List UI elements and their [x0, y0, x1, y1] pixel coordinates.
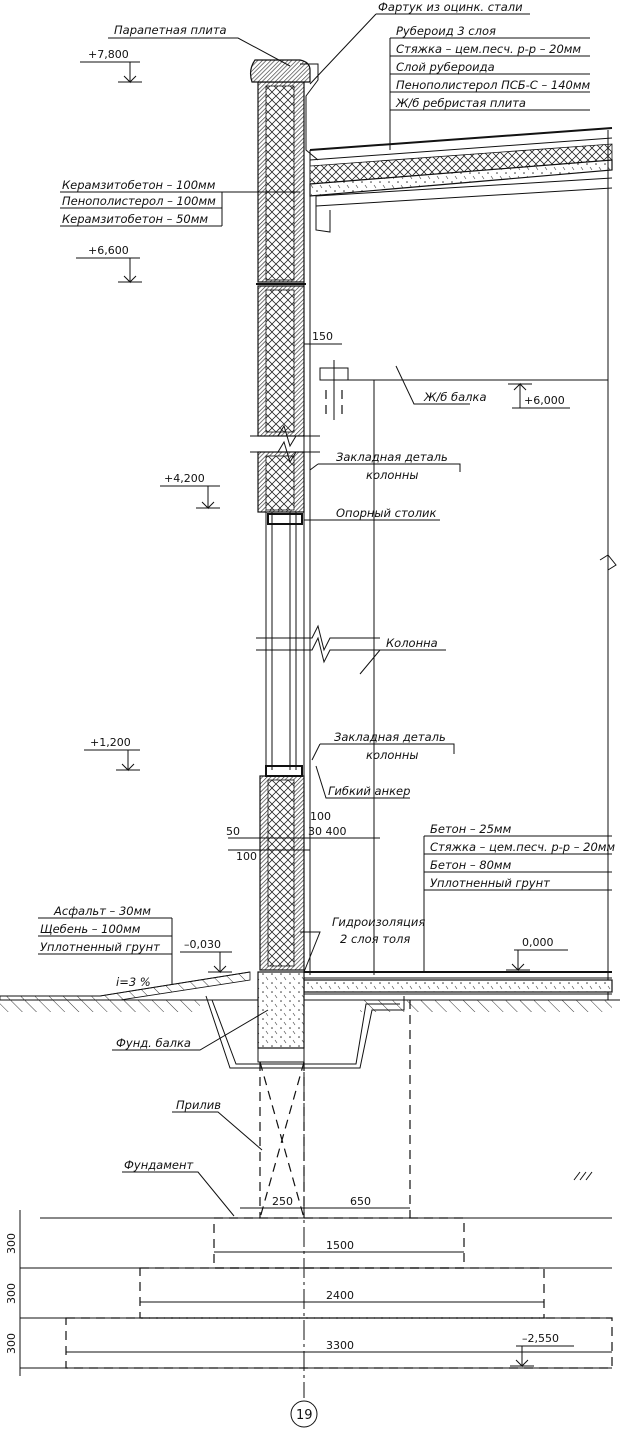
level-0000: 0,000: [522, 936, 554, 949]
dim-h300a: 300: [5, 1233, 18, 1254]
label-anchor: Гибкий анкер: [328, 784, 410, 798]
label-embed1-b: колонны: [366, 468, 419, 482]
blind-layer-2: Щебень – 100мм: [40, 922, 141, 936]
label-priliv: Прилив: [176, 1098, 221, 1112]
level-6600: +6,600: [88, 244, 129, 257]
wall-layer-1: Керамзитобетон – 100мм: [62, 178, 216, 192]
roof-layer-3: Слой рубероида: [396, 60, 495, 74]
label-embed2-b: колонны: [366, 748, 419, 762]
level-6000: +6,000: [524, 394, 565, 407]
label-waterproof-b: 2 слоя толя: [340, 932, 410, 946]
parapet-slab: [249, 59, 311, 83]
roof-layer-1: Рубероид 3 слоя: [396, 24, 496, 38]
label-slope: i=3 %: [116, 975, 151, 989]
blind-layer-1: Асфальт – 30мм: [53, 904, 151, 918]
axis-bubble: [290, 1400, 318, 1428]
dim-650: 650: [350, 1195, 371, 1208]
level-1200: +1,200: [90, 736, 131, 749]
flashing: [300, 63, 319, 161]
level-2550: –2,550: [522, 1332, 559, 1345]
level-0030: –0,030: [184, 938, 221, 951]
label-waterproof-a: Гидроизоляция: [332, 915, 425, 929]
label-embed1-a: Закладная деталь: [336, 450, 448, 464]
level-7800: +7,800: [88, 48, 129, 61]
floor-and-ground: [0, 971, 620, 1012]
floor-layer-2: Стяжка – цем.песч. р-р – 20мм: [430, 840, 615, 854]
level-4200: +4,200: [164, 472, 205, 485]
dimension-lines: [19, 343, 612, 1376]
label-column: Колонна: [386, 636, 438, 650]
floor-layer-1: Бетон – 25мм: [430, 822, 512, 836]
dim-1500: 1500: [326, 1239, 354, 1252]
axis-label: 19: [296, 1408, 313, 1423]
dim-100b: 100: [236, 850, 257, 863]
roof-layer-5: Ж/б ребристая плита: [395, 96, 526, 110]
roof-section: [309, 127, 617, 1000]
dim-150: 150: [312, 330, 333, 343]
dim-2400: 2400: [326, 1289, 354, 1302]
label-fund-beam: Фунд. балка: [116, 1036, 191, 1050]
label-fartuk: Фартук из оцинк. стали: [378, 0, 523, 14]
roof-layer-2: Стяжка – цем.песч. р-р – 20мм: [396, 42, 581, 56]
dim-30400: 30 400: [308, 825, 347, 838]
dim-h300c: 300: [5, 1333, 18, 1354]
upper-wall-panel: [256, 81, 306, 513]
column: [303, 150, 608, 975]
label-parapet: Парапетная плита: [114, 23, 227, 37]
glazing-zone: [256, 512, 380, 770]
label-embed2-a: Закладная деталь: [334, 730, 446, 744]
leaders: [38, 13, 612, 1217]
foundation-outline: [65, 1000, 613, 1369]
label-beam: Ж/б балка: [423, 390, 487, 404]
dim-50: 50: [226, 825, 240, 838]
dim-3300: 3300: [326, 1339, 354, 1352]
level-marks: [76, 61, 574, 1368]
blind-layer-3: Уплотненный грунт: [40, 940, 160, 954]
dim-250: 250: [272, 1195, 293, 1208]
floor-layer-3: Бетон – 80мм: [430, 858, 512, 872]
dim-h300b: 300: [5, 1283, 18, 1304]
dim-100a: 100: [310, 810, 331, 823]
lower-wall-panel: [259, 765, 305, 971]
wall-layer-3: Керамзитобетон – 50мм: [62, 212, 208, 226]
label-support: Опорный столик: [336, 506, 437, 520]
label-foundation: Фундамент: [124, 1158, 193, 1172]
foundation-beam: [205, 971, 405, 1069]
floor-layer-4: Уплотненный грунт: [430, 876, 550, 890]
wall-layer-2: Пенополистерол – 100мм: [62, 194, 216, 208]
roof-layer-4: Пенополистерол ПСБ-С – 140мм: [396, 78, 591, 92]
